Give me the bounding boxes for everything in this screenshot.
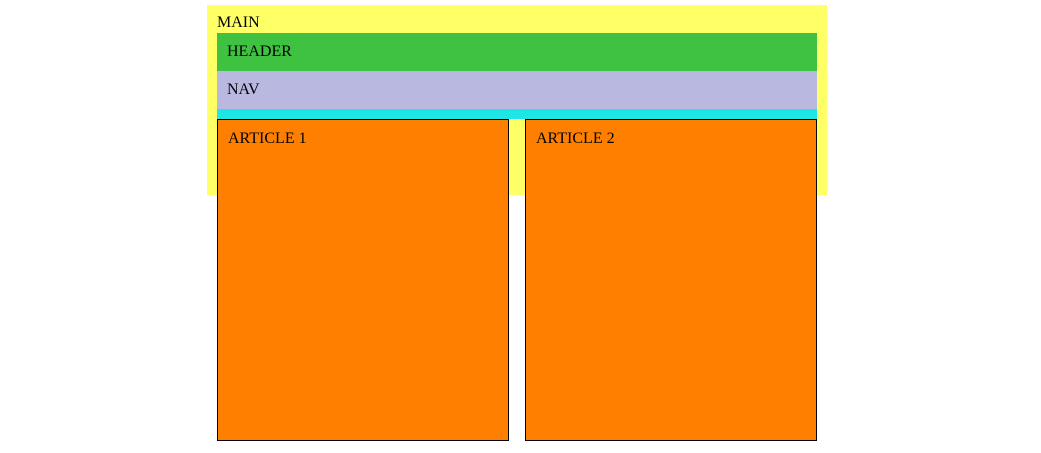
article-2-label: ARTICLE 2 — [536, 130, 615, 147]
section-band — [217, 109, 817, 119]
article-1: ARTICLE 1 — [217, 119, 509, 441]
article-2: ARTICLE 2 — [525, 119, 817, 441]
nav-label: NAV — [227, 81, 260, 98]
header-block: HEADER — [217, 33, 817, 71]
main-label: MAIN — [217, 14, 260, 31]
nav-block: NAV — [217, 71, 817, 109]
article-1-label: ARTICLE 1 — [228, 130, 307, 147]
header-label: HEADER — [227, 43, 292, 60]
